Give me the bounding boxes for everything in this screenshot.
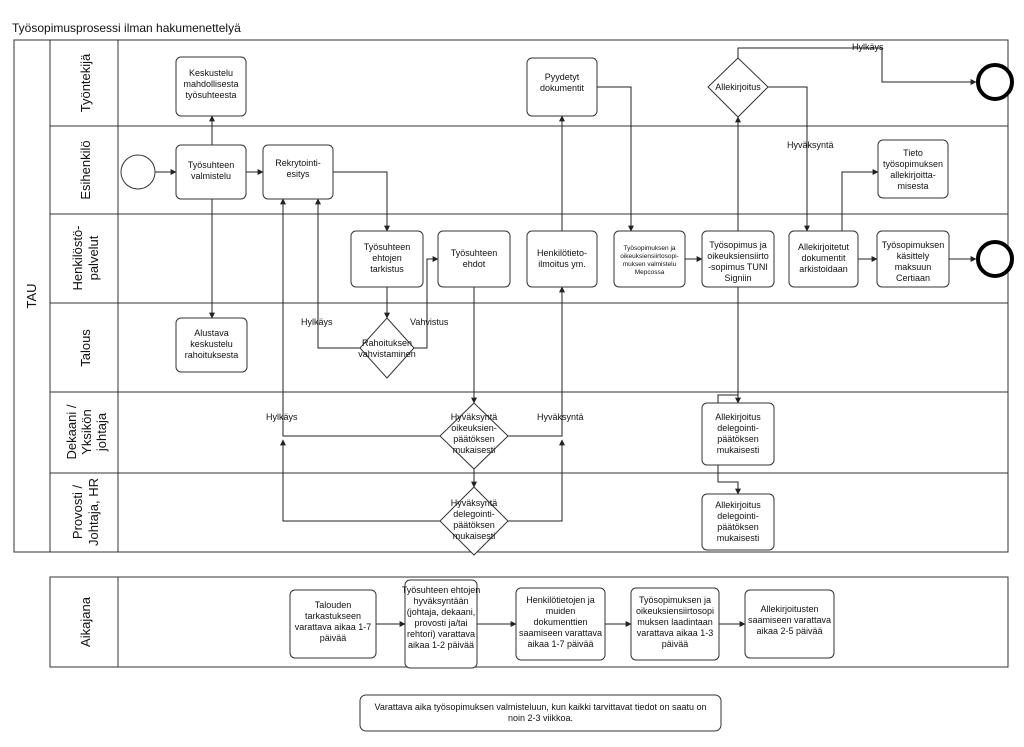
end-event-top [976, 63, 1014, 101]
summary-note: Varattava aika työsopimuksen valmisteluu… [359, 694, 722, 732]
pool-label: TAU [24, 283, 39, 308]
svg-text:Henkilötieto-ilmoitus ym.: Henkilötieto-ilmoitus ym. [537, 248, 587, 269]
task-rekrytointi: Rekrytointi-esitys [262, 144, 334, 200]
svg-text:Rekrytointi-esitys: Rekrytointi-esitys [275, 158, 321, 179]
lane-label-esihenkilo: Esihenkilö [78, 140, 93, 199]
gateway-allekirjoitus: Allekirjoitus [707, 57, 769, 118]
edge-label-hylkays-talous: Hylkäys [301, 317, 333, 327]
end-event-bottom [976, 240, 1014, 278]
lane-label-henkilostopalvelut: Henkilöstö-palvelut [70, 225, 101, 290]
diagram-title: Työsopimusprosessi ilman hakumenettelyä [12, 21, 241, 35]
edge-label-hylkays-dekaani: Hylkäys [266, 412, 298, 422]
edge-label-hyvaksynta-top: Hyväksyntä [787, 140, 834, 150]
timeline-label: Aikajana [78, 596, 93, 647]
lane-label-provosti: Provosti /Johtaja, HR [70, 478, 101, 546]
lane-label-dekaani: Dekaani /Yksikönjohtaja [64, 404, 109, 459]
start-event [120, 154, 156, 190]
task-henkilotieto: Henkilötieto-ilmoitus ym. [526, 230, 598, 288]
lane-label-talous: Talous [78, 329, 93, 367]
edge-label-hyvaksynta-dekaani: Hyväksyntä [537, 412, 584, 422]
svg-text:Allekirjoitus: Allekirjoitus [715, 82, 761, 92]
edge-label-hylkays-top: Hylkäys [852, 42, 884, 52]
lane-label-tyontekija: Työntekijä [78, 53, 93, 112]
edge-label-vahvistus: Vahvistus [410, 317, 449, 327]
pool-frame [13, 39, 1009, 553]
svg-text:Varattava aika työsopimuksen v: Varattava aika työsopimuksen valmisteluu… [374, 702, 706, 723]
timeline-frame [49, 576, 1009, 668]
